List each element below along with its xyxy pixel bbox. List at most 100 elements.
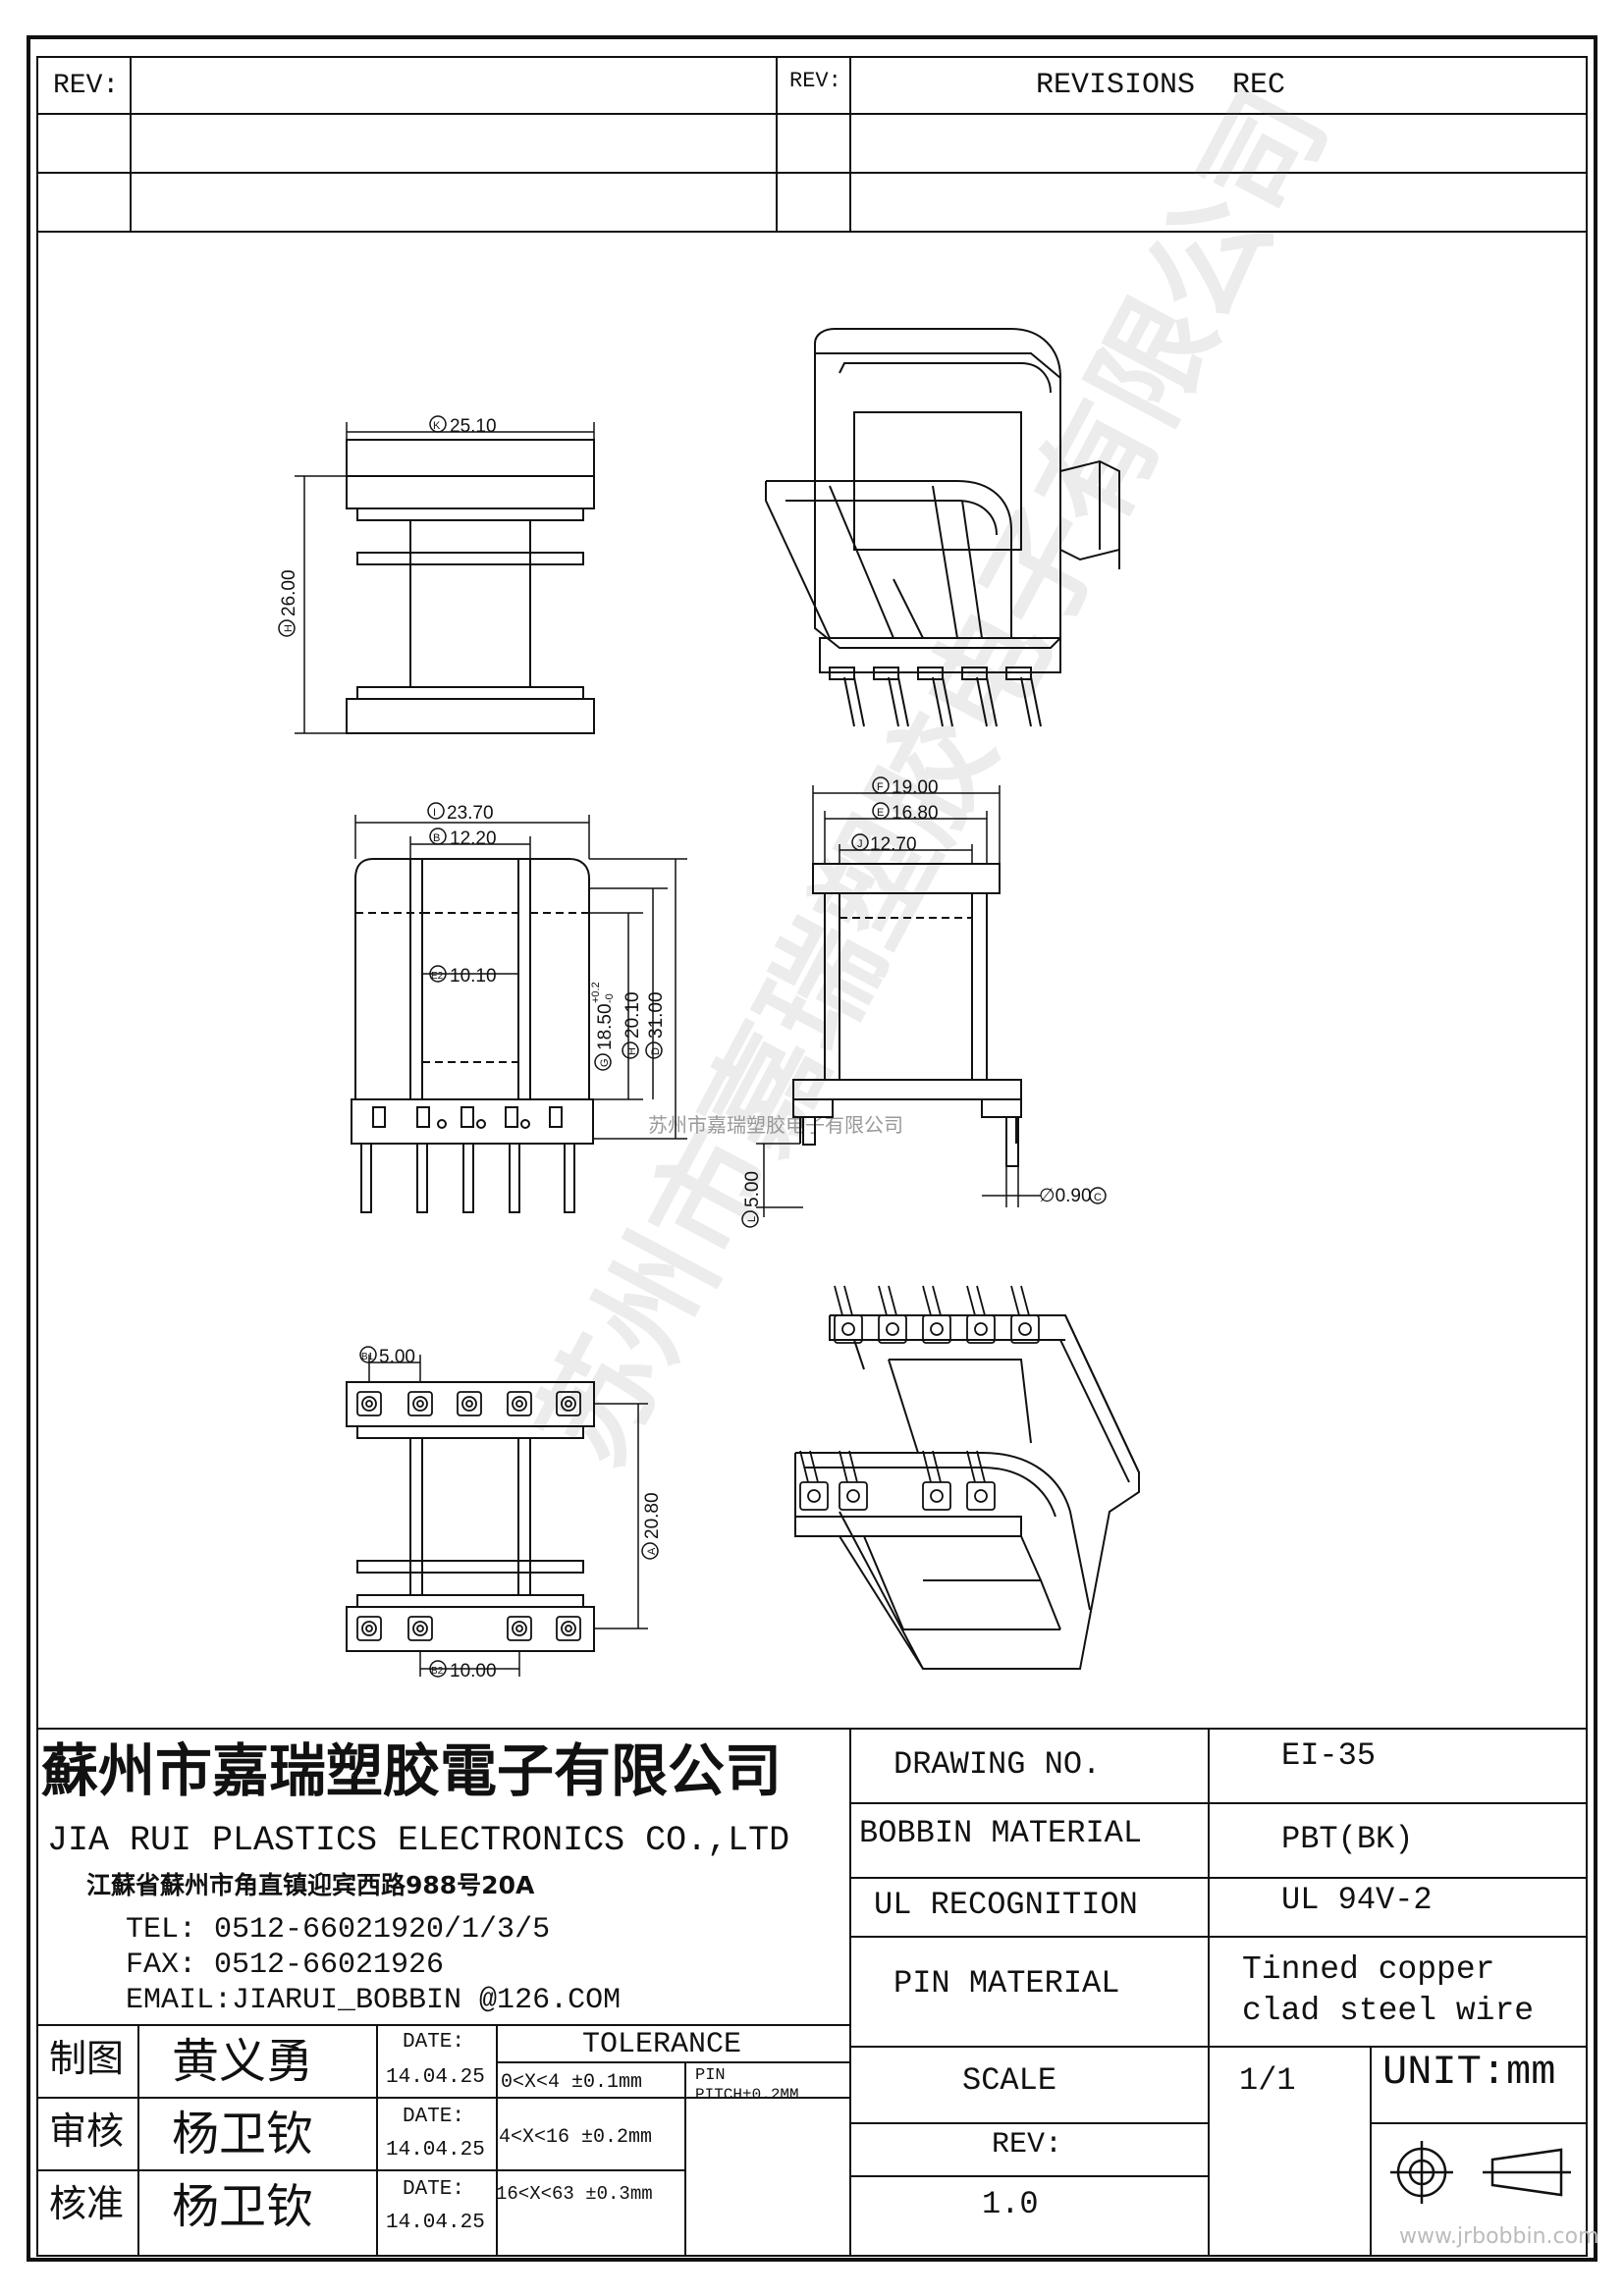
approved-date: 14.04.25 xyxy=(386,2212,485,2234)
bobbin-material-label: BOBBIN MATERIAL xyxy=(859,1815,1143,1851)
watermark-url: www.jrbobbin.com xyxy=(1399,2224,1599,2249)
svg-text:J: J xyxy=(857,838,863,850)
rec-label: REC xyxy=(1232,69,1286,102)
pin-material-value-2: clad steel wire xyxy=(1242,1993,1535,2029)
approved-by-label: 核准 xyxy=(49,2182,125,2225)
dim-label-g: G 18.50 +0.2 -0 xyxy=(590,982,616,1071)
checked-by-label: 审核 xyxy=(49,2109,125,2153)
svg-text:I: I xyxy=(433,807,436,819)
svg-text:12.70: 12.70 xyxy=(870,834,917,855)
bottom-view xyxy=(346,1355,648,1677)
watermark-center: 苏州市嘉瑞塑胶电子有限公司 xyxy=(648,1114,903,1137)
svg-text:B1: B1 xyxy=(361,1352,374,1362)
ul-recognition-value: UL 94V-2 xyxy=(1281,1882,1433,1918)
svg-text:E2: E2 xyxy=(431,971,444,982)
svg-text:∅0.90: ∅0.90 xyxy=(1039,1186,1092,1206)
svg-text:19.00: 19.00 xyxy=(892,777,939,798)
pin-label: PIN xyxy=(695,2066,726,2085)
svg-text:H: H xyxy=(626,1047,638,1055)
drawing-frame xyxy=(27,35,1597,2262)
svg-text:31.00: 31.00 xyxy=(646,991,667,1039)
drawn-by-name: 黄义勇 xyxy=(172,2034,314,2089)
company-name-en: JIA RUI PLASTICS ELECTRONICS CO.,LTD xyxy=(47,1821,790,1860)
projection-symbol-icon xyxy=(1390,2141,1571,2204)
rev-label-block: REV: xyxy=(992,2128,1063,2162)
svg-text:23.70: 23.70 xyxy=(447,803,494,824)
dim-label-b1: B1 5.00 xyxy=(359,1346,415,1367)
drawing-no-label: DRAWING NO. xyxy=(893,1746,1102,1783)
svg-text:D: D xyxy=(650,1047,662,1055)
company-email: EMAIL:JIARUI_BOBBIN @126.COM xyxy=(126,1984,622,2017)
svg-text:E: E xyxy=(877,807,884,819)
end-view-middle xyxy=(756,785,1041,1217)
svg-text:20.10: 20.10 xyxy=(623,991,643,1039)
svg-text:G: G xyxy=(599,1058,611,1067)
drawn-by-label: 制图 xyxy=(49,2037,125,2080)
tolerance-row-1: 0<X<4 ±0.1mm xyxy=(501,2071,643,2094)
rev-value: 1.0 xyxy=(982,2186,1039,2222)
tolerance-row-3: 16<X<63 ±0.3mm xyxy=(496,2183,653,2205)
svg-text:B: B xyxy=(433,832,440,844)
dim-label-e: E 16.80 xyxy=(872,802,939,824)
company-fax: FAX: 0512-66021926 xyxy=(126,1949,445,1982)
revisions-label: REVISIONS xyxy=(1036,69,1196,102)
rev-label-left: REV: xyxy=(53,71,120,101)
svg-text:B2: B2 xyxy=(431,1666,444,1677)
svg-text:5.00: 5.00 xyxy=(742,1171,763,1207)
pin-material-label: PIN MATERIAL xyxy=(893,1965,1120,2002)
dim-label-f: F 19.00 xyxy=(872,776,939,798)
unit-label: UNIT:mm xyxy=(1382,2049,1556,2096)
dim-label-b2: B2 10.00 xyxy=(429,1660,497,1682)
svg-text:A: A xyxy=(646,1547,658,1555)
svg-text:L: L xyxy=(746,1216,758,1222)
company-address: 江蘇省蘇州市角直镇迎宾西路988号20A xyxy=(86,1871,535,1899)
ul-recognition-label: UL RECOGNITION xyxy=(874,1887,1138,1923)
dim-label-height: H 26.00 xyxy=(278,569,299,637)
isometric-view-top xyxy=(765,328,1120,727)
svg-text:F: F xyxy=(877,781,884,793)
svg-text:16.80: 16.80 xyxy=(892,803,939,824)
svg-text:10.10: 10.10 xyxy=(450,966,497,987)
checked-by-name: 杨卫钦 xyxy=(172,2107,314,2162)
dim-label-d: D 31.00 xyxy=(645,991,667,1059)
dim-label-h: H 20.10 xyxy=(622,991,643,1059)
pin-material-value-1: Tinned copper xyxy=(1242,1951,1495,1988)
rev-label-right: REV: xyxy=(789,69,841,93)
dim-label-a: A 20.80 xyxy=(641,1492,663,1560)
drawing-inner-border xyxy=(36,56,1588,2257)
dim-label-e2: E2 10.10 xyxy=(429,965,497,987)
svg-text:5.00: 5.00 xyxy=(379,1347,415,1367)
tolerance-row-2: 4<X<16 ±0.2mm xyxy=(499,2126,653,2149)
drawn-date: 14.04.25 xyxy=(386,2066,485,2089)
svg-text:C: C xyxy=(1094,1192,1102,1203)
svg-text:26.00: 26.00 xyxy=(279,569,299,616)
bobbin-material-value: PBT(BK) xyxy=(1281,1821,1414,1857)
svg-text:-0: -0 xyxy=(604,993,616,1003)
dim-label-b: B 12.20 xyxy=(429,828,497,849)
svg-text:25.10: 25.10 xyxy=(450,416,497,437)
bobbin-drawings: 苏州市嘉瑞塑胶电子有限公司 苏州市嘉瑞塑胶电子有限公司 K 25.10 H 26… xyxy=(278,69,1353,1682)
isometric-view-bottom xyxy=(794,1285,1140,1670)
checked-date: 14.04.25 xyxy=(386,2139,485,2162)
pin-pitch: PITCH±0.2MM xyxy=(695,2086,799,2104)
svg-text:H: H xyxy=(283,624,295,632)
scale-value: 1/1 xyxy=(1239,2062,1296,2099)
dim-label-i: I 23.70 xyxy=(427,802,494,824)
svg-text:K: K xyxy=(433,420,441,432)
dim-label-c: ∅0.90 C xyxy=(1039,1186,1107,1206)
svg-text:20.80: 20.80 xyxy=(642,1492,663,1539)
svg-text:+0.2: +0.2 xyxy=(590,982,602,1003)
tolerance-label: TOLERANCE xyxy=(582,2028,742,2061)
drawing-no-value: EI-35 xyxy=(1281,1737,1377,1774)
scale-label: SCALE xyxy=(962,2062,1057,2099)
svg-text:18.50: 18.50 xyxy=(595,1003,616,1050)
company-tel: TEL: 0512-66021920/1/3/5 xyxy=(126,1913,551,1947)
company-name-cn: 蘇州市嘉瑞塑胶電子有限公司 xyxy=(41,1737,783,1804)
approved-by-name: 杨卫钦 xyxy=(172,2179,314,2234)
dim-label-j: J 12.70 xyxy=(851,833,917,855)
front-view-top xyxy=(295,422,595,734)
checked-date-label: DATE: xyxy=(403,2106,465,2128)
svg-text:10.00: 10.00 xyxy=(450,1661,497,1682)
dim-label-l: L 5.00 xyxy=(741,1171,763,1228)
dim-label-k: K 25.10 xyxy=(429,415,497,437)
